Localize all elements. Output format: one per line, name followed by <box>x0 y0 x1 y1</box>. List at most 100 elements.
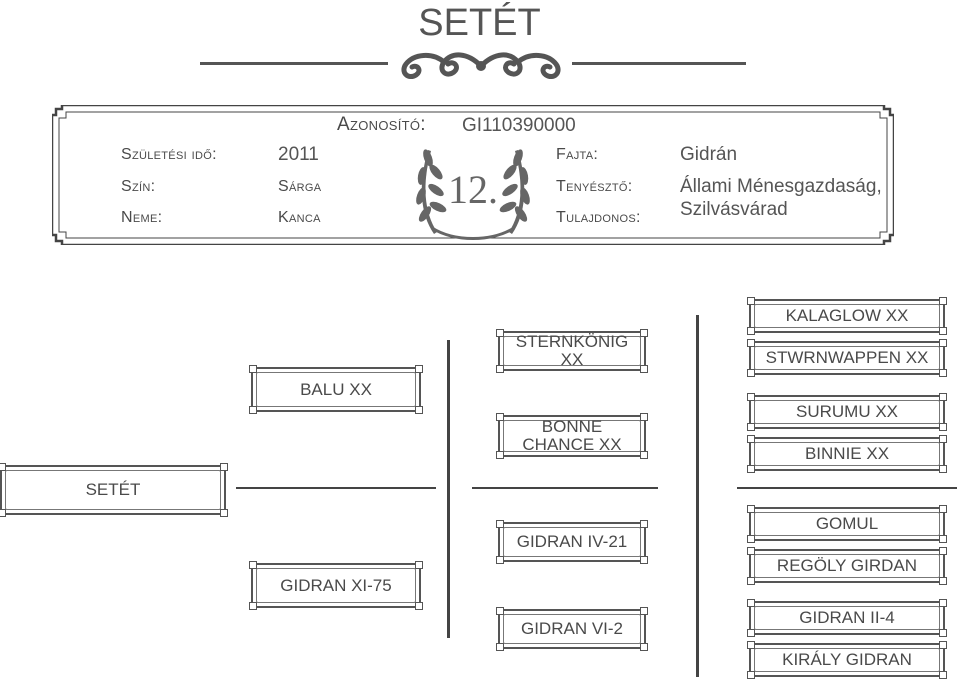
connector-line <box>696 315 699 677</box>
box-corner-ornament <box>747 423 755 431</box>
connector-line <box>236 487 436 489</box>
ggp-box: GOMUL <box>747 505 947 543</box>
box-corner-ornament <box>939 599 947 607</box>
box-corner-ornament <box>249 602 257 610</box>
ggp-name: KALAGLOW XX <box>754 304 940 328</box>
connector-line <box>447 340 450 638</box>
box-corner-ornament <box>939 547 947 555</box>
box-corner-ornament <box>747 547 755 555</box>
box-corner-ornament <box>496 329 504 337</box>
birth-label: Születési idő: <box>121 146 217 163</box>
sire-box: BALU XX <box>249 365 423 414</box>
box-corner-ornament <box>496 607 504 615</box>
sex-value: Kanca <box>278 209 321 226</box>
box-corner-ornament <box>939 369 947 377</box>
box-corner-ornament <box>939 327 947 335</box>
connector-line <box>737 487 957 489</box>
title-rule-left <box>200 62 388 65</box>
box-corner-ornament <box>0 463 6 471</box>
box-corner-ornament <box>939 641 947 649</box>
ggp-name: SURUMU XX <box>754 400 940 424</box>
sex-label: Neme: <box>121 209 163 226</box>
box-corner-ornament <box>415 365 423 373</box>
box-corner-ornament <box>747 465 755 473</box>
box-corner-ornament <box>220 463 228 471</box>
breed-value: Gidrán <box>680 144 738 165</box>
box-corner-ornament <box>415 406 423 414</box>
ggp-box: SURUMU XX <box>747 393 947 431</box>
birth-value: 2011 <box>278 144 319 165</box>
ggp-name: GIDRAN II-4 <box>754 606 940 630</box>
box-corner-ornament <box>640 329 648 337</box>
dam-box: GIDRAN XI-75 <box>249 561 423 610</box>
box-corner-ornament <box>939 393 947 401</box>
box-corner-ornament <box>496 451 504 459</box>
box-corner-ornament <box>640 556 648 564</box>
box-corner-ornament <box>747 393 755 401</box>
box-corner-ornament <box>496 365 504 373</box>
box-corner-ornament <box>939 339 947 347</box>
box-corner-ornament <box>249 561 257 569</box>
grandsire-paternal-name: STERNKÖNIG XX <box>503 333 641 369</box>
dam-name: GIDRAN XI-75 <box>256 568 416 603</box>
box-corner-ornament <box>939 535 947 543</box>
box-corner-ornament <box>747 629 755 637</box>
box-corner-ornament <box>747 369 755 377</box>
box-corner-ornament <box>640 607 648 615</box>
ggp-name: REGÖLY GIRDAN <box>754 554 940 578</box>
sire-name: BALU XX <box>256 372 416 407</box>
box-corner-ornament <box>747 505 755 513</box>
box-corner-ornament <box>496 556 504 564</box>
ggp-name: STWRNWAPPEN XX <box>754 346 940 370</box>
box-corner-ornament <box>640 451 648 459</box>
box-corner-ornament <box>496 413 504 421</box>
ggp-box: STWRNWAPPEN XX <box>747 339 947 377</box>
box-corner-ornament <box>747 599 755 607</box>
breeder-value-line1: Állami Ménesgazdaság, <box>680 176 882 197</box>
id-value: GI110390000 <box>462 115 576 136</box>
box-corner-ornament <box>496 520 504 528</box>
box-corner-ornament <box>939 577 947 585</box>
box-corner-ornament <box>249 406 257 414</box>
title-rule-right <box>572 62 746 65</box>
box-corner-ornament <box>640 520 648 528</box>
scroll-ornament-icon <box>401 52 561 80</box>
breeder-label: Tenyésztő: <box>556 178 633 195</box>
pedigree-subject-name: SETÉT <box>5 470 221 510</box>
box-corner-ornament <box>939 297 947 305</box>
granddam-maternal-name: GIDRAN VI-2 <box>503 614 641 644</box>
info-card-frame <box>52 105 894 245</box>
box-corner-ornament <box>640 365 648 373</box>
box-corner-ornament <box>747 535 755 543</box>
box-corner-ornament <box>747 435 755 443</box>
box-corner-ornament <box>939 435 947 443</box>
rank-number: 12. <box>448 167 498 212</box>
granddam-paternal-name: BONNE CHANCE XX <box>503 418 641 454</box>
laurel-wreath-icon <box>416 149 530 240</box>
connector-line <box>472 487 658 489</box>
box-corner-ornament <box>939 423 947 431</box>
grandsire-maternal-box: GIDRAN IV-21 <box>496 520 648 564</box>
ggp-box: REGÖLY GIRDAN <box>747 547 947 585</box>
box-corner-ornament <box>249 365 257 373</box>
box-corner-ornament <box>640 643 648 651</box>
ggp-box: BINNIE XX <box>747 435 947 473</box>
ggp-name: GOMUL <box>754 512 940 536</box>
horse-name-title: SETÉT <box>418 2 541 44</box>
box-corner-ornament <box>640 413 648 421</box>
box-corner-ornament <box>747 339 755 347</box>
box-corner-ornament <box>747 641 755 649</box>
box-corner-ornament <box>220 509 228 517</box>
box-corner-ornament <box>747 577 755 585</box>
owner-label: Tulajdonos: <box>556 209 641 226</box>
box-corner-ornament <box>939 465 947 473</box>
breeder-value-line2: Szilvásvárad <box>680 199 788 220</box>
box-corner-ornament <box>496 643 504 651</box>
granddam-maternal-box: GIDRAN VI-2 <box>496 607 648 651</box>
ggp-name: KIRÁLY GIDRAN <box>754 648 940 672</box>
box-corner-ornament <box>939 671 947 679</box>
box-corner-ornament <box>0 509 6 517</box>
ggp-name: BINNIE XX <box>754 442 940 466</box>
box-corner-ornament <box>939 505 947 513</box>
ggp-box: KIRÁLY GIDRAN <box>747 641 947 679</box>
